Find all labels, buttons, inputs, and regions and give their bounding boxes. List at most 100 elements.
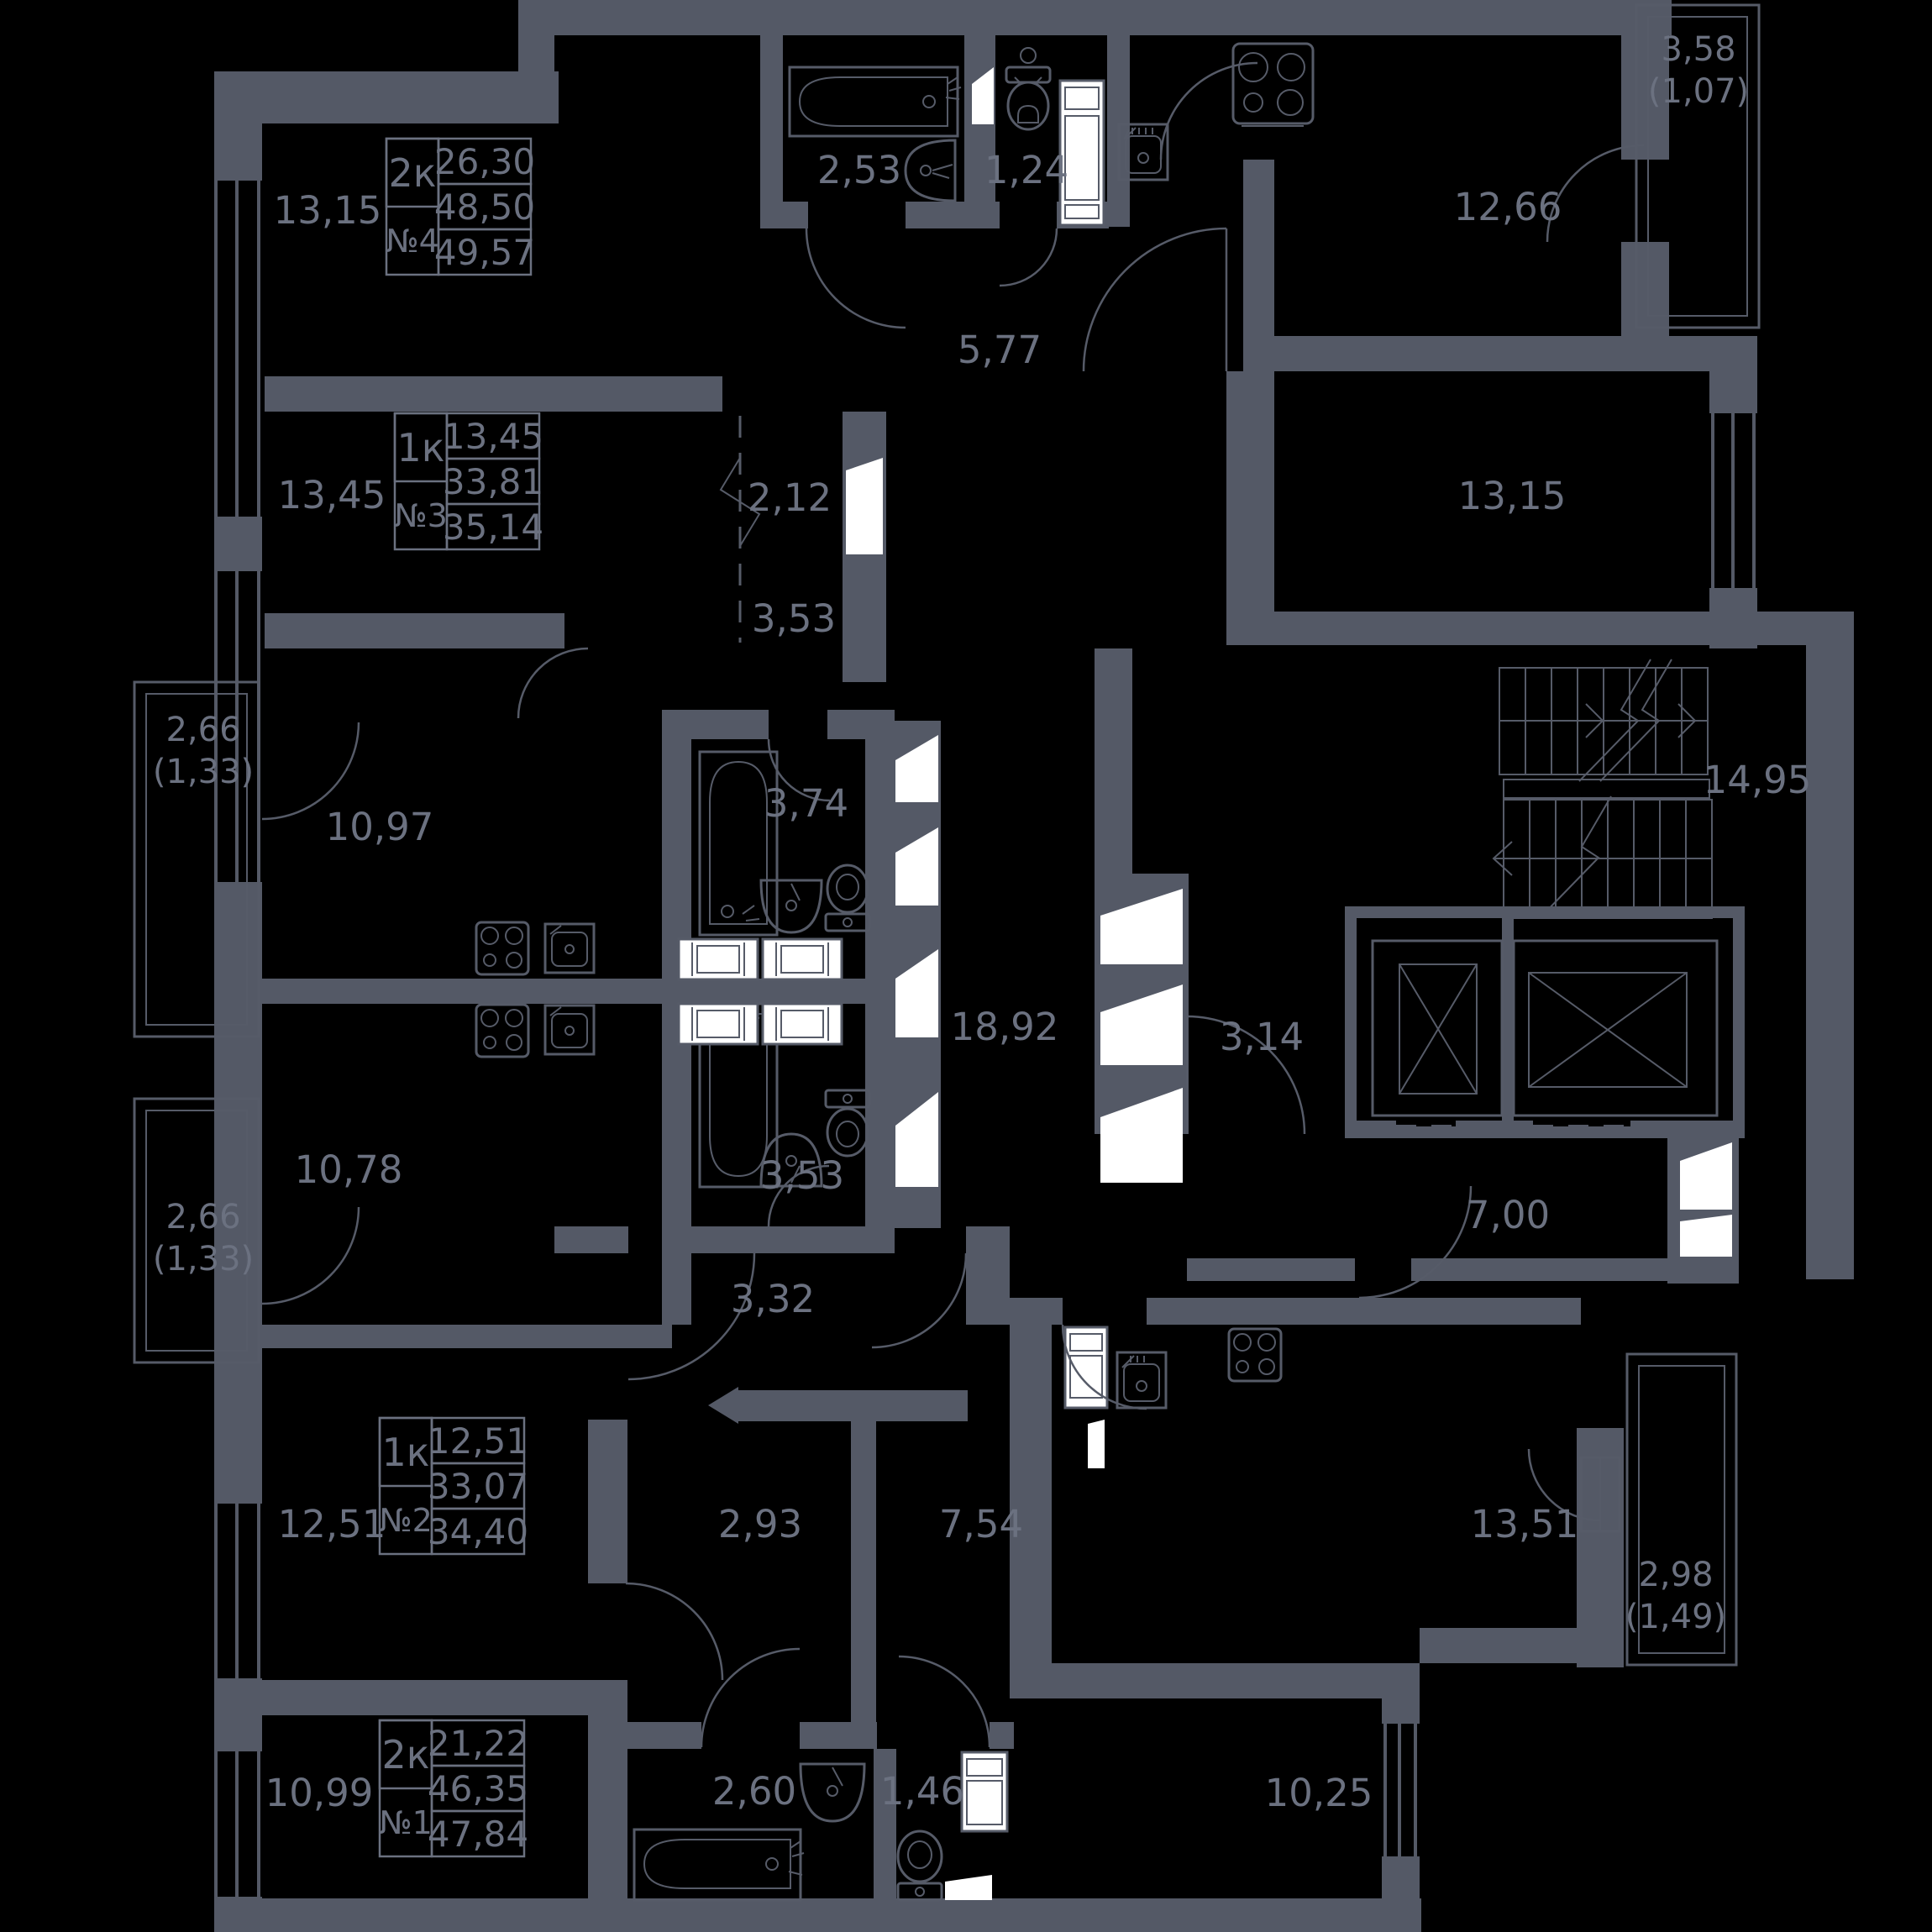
balcony-left-lower [133, 1097, 260, 1364]
area-value: 48,50 [434, 186, 535, 228]
window-room-bottom-right [1379, 1724, 1422, 1856]
entry-arrow-icon [708, 1387, 738, 1424]
window-kitchen-balcony [1579, 1456, 1621, 1533]
room-labels: 13,15 2,53 1,24 12,66 3,58 (1,07) 5,77 1… [153, 30, 1812, 1815]
total-area-value: 47,84 [428, 1814, 528, 1855]
shaft-window-icon [1100, 1088, 1183, 1183]
door-arc [625, 1582, 724, 1681]
window-room-right [1707, 413, 1760, 588]
room-area-label: 10,99 [265, 1771, 374, 1815]
elevator-small [1371, 939, 1504, 1117]
cabinet-icon [1058, 79, 1105, 227]
door-arc [871, 1252, 968, 1349]
bathtub-icon [698, 750, 779, 937]
living-area-value: 21,22 [428, 1723, 528, 1764]
room-area-label: 18,92 [951, 1005, 1059, 1049]
living-area-value: 26,30 [434, 141, 535, 182]
elevator-large [1512, 939, 1719, 1117]
apartment-type: 1к [396, 425, 444, 470]
door-arc [767, 738, 831, 802]
window-left-4 [210, 1751, 265, 1897]
kitchen-sink-icon [543, 922, 596, 974]
door-arc [1159, 61, 1258, 160]
corridor-window-icon [846, 458, 883, 554]
door-arc [1358, 1185, 1473, 1299]
room-area-label: 13,51 [1471, 1502, 1579, 1546]
balcony-bottom-right [1625, 1352, 1738, 1667]
balcony-left-upper [133, 680, 260, 1038]
door-arc [1186, 1015, 1306, 1135]
room-area-label: (1,33) [153, 1240, 254, 1278]
total-area-value: 49,57 [434, 232, 535, 273]
stairs-down-arrow-icon [1492, 841, 1513, 876]
lobby-window-icon [1680, 1215, 1732, 1257]
room-area-label: 3,74 [764, 781, 848, 826]
apartment-number: №1 [379, 1804, 433, 1841]
area-value: 46,35 [428, 1768, 528, 1809]
room-area-label: 7,54 [939, 1502, 1023, 1546]
shaft-window-icon [895, 949, 938, 1037]
doors [261, 61, 1645, 1748]
apartment-table-1: 2к №1 21,22 46,35 47,84 [378, 1719, 528, 1858]
area-value: 33,07 [428, 1466, 528, 1507]
room-area-label: 14,95 [1704, 758, 1812, 802]
kitchen-sink-icon [543, 1004, 596, 1056]
apartment-table-3: 1к №3 13,45 33,81 35,14 [393, 412, 543, 551]
room-area-label: 7,00 [1466, 1193, 1550, 1237]
balcony-top-right [1635, 3, 1761, 329]
window-left-2 [210, 571, 265, 882]
balconies [133, 3, 1761, 1667]
shaft-window-icon [1100, 984, 1183, 1065]
room-area-label: 3,14 [1220, 1015, 1304, 1059]
stove-icon [475, 1003, 530, 1058]
door-arc [1527, 1448, 1601, 1522]
door-arc [261, 1206, 360, 1305]
apartment-type: 1к [381, 1430, 429, 1475]
room-area-label: 1,24 [984, 148, 1068, 192]
room-area-label: 13,45 [278, 473, 386, 517]
room-area-label: 10,25 [1265, 1771, 1373, 1815]
door-arc [767, 1164, 830, 1227]
apartment-type: 2к [381, 1732, 429, 1777]
washer-icon [677, 1002, 759, 1046]
staircase [1492, 659, 1713, 919]
toilet-icon [824, 1089, 871, 1158]
wall-windows [210, 181, 1760, 1897]
door-arc [1061, 1324, 1147, 1410]
room-area-label: 13,15 [1458, 474, 1567, 518]
window-left-1 [210, 181, 265, 517]
room-area-label: 3,32 [731, 1277, 815, 1321]
shaft-window-icon [895, 735, 938, 802]
shaft-window-icon [1100, 889, 1183, 964]
elevators [1345, 906, 1745, 1138]
stairs-up-arrow-icon [1677, 703, 1697, 738]
room-area-label: (1,33) [153, 753, 254, 791]
toilet-icon [824, 864, 871, 932]
room-area-label: 10,97 [326, 805, 434, 849]
total-area-value: 34,40 [428, 1511, 528, 1552]
bath-window-icon [972, 67, 994, 124]
fixtures [475, 42, 1315, 1902]
room-area-label: 2,66 [165, 711, 240, 749]
room-area-label: 10,78 [295, 1147, 403, 1192]
bathtub-icon [788, 66, 962, 138]
bathroom-sink-icon [759, 879, 823, 934]
lobby-window-icon [1680, 1142, 1732, 1210]
door-arc [517, 647, 589, 719]
room-area-label: 3,58 [1661, 30, 1735, 69]
door-arc [700, 1647, 801, 1748]
room-area-label: (1,07) [1648, 72, 1749, 111]
apartment-number: №2 [379, 1502, 433, 1539]
total-area-value: 35,14 [443, 507, 543, 548]
room-area-label: 2,60 [712, 1769, 796, 1814]
door-arc [999, 228, 1058, 287]
room-area-label: 2,12 [748, 475, 832, 520]
break-symbol [719, 457, 761, 547]
room-area-label: 2,93 [718, 1502, 802, 1546]
bathroom-sink-icon [904, 139, 957, 202]
washer-icon [677, 937, 759, 981]
walls [214, 0, 1854, 1932]
apartment-table-4: 2к №4 26,30 48,50 49,57 [385, 137, 535, 276]
